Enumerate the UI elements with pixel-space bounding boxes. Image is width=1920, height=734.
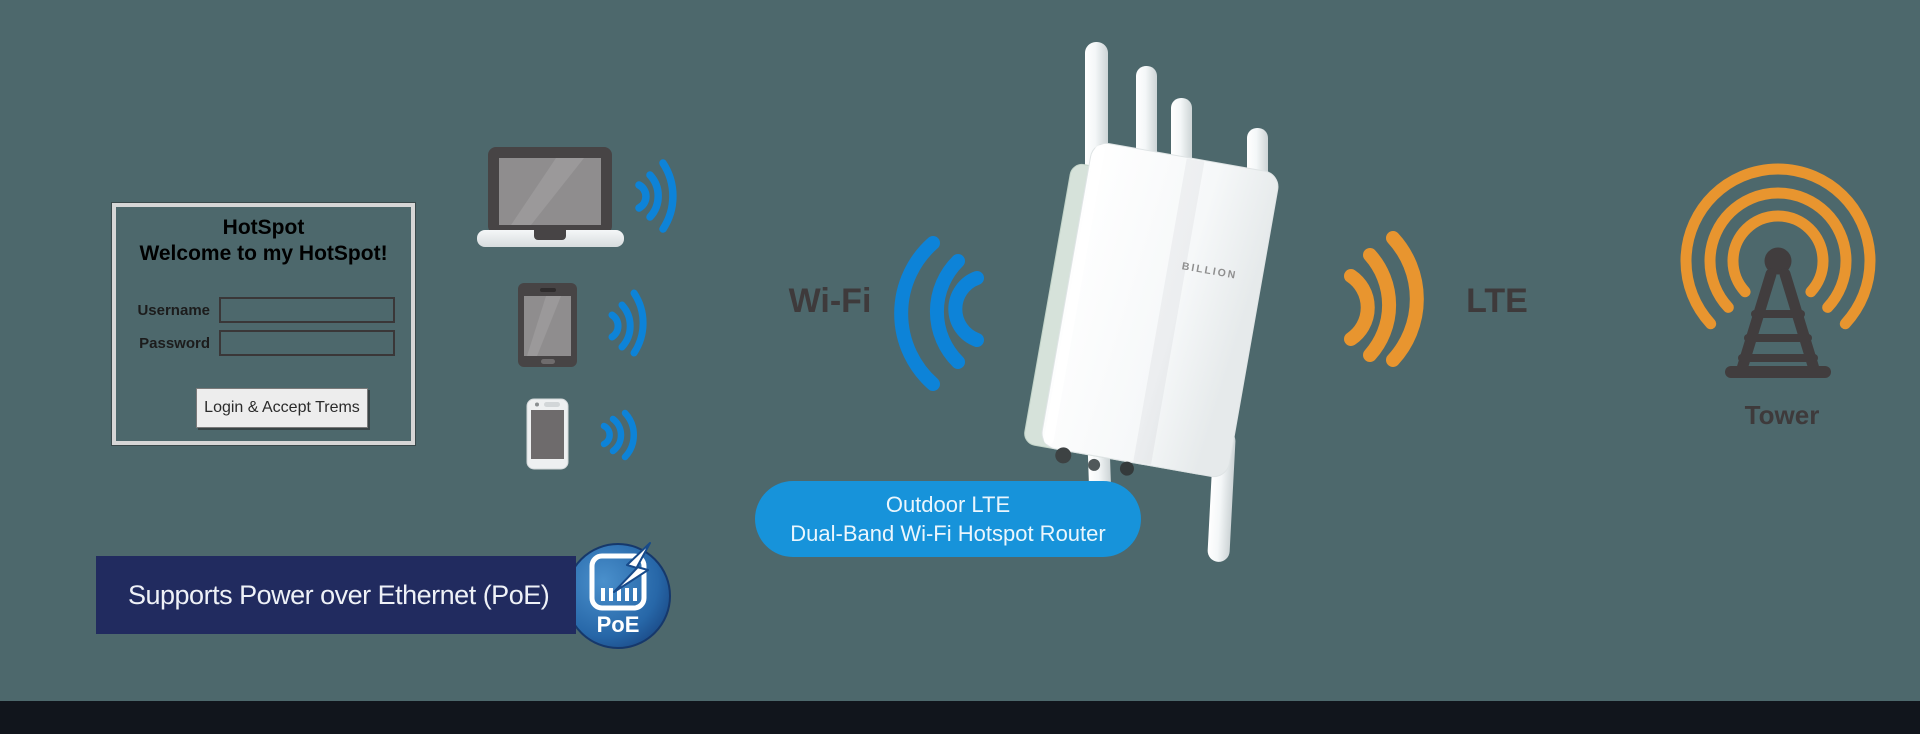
- ethernet-connector-icon: [589, 553, 647, 611]
- lightning-bolt-icon: [613, 542, 651, 593]
- username-row: Username: [116, 297, 411, 325]
- cell-tower-icon: [1680, 163, 1876, 378]
- login-subtitle: Welcome to my HotSpot!: [139, 242, 388, 265]
- bottom-edge-bar: [0, 701, 1920, 734]
- wifi-signal-small-icon: [635, 159, 677, 233]
- product-line-2: Dual-Band Wi-Fi Hotspot Router: [790, 521, 1106, 546]
- smartphone-icon: [526, 398, 569, 470]
- product-line-1: Outdoor LTE: [885, 492, 1011, 517]
- password-input[interactable]: [219, 330, 395, 356]
- lte-waves-icon: [1344, 231, 1424, 367]
- product-name-pill: Outdoor LTE Dual-Band Wi-Fi Hotspot Rout…: [755, 481, 1141, 557]
- wifi-label: Wi-Fi: [788, 282, 872, 320]
- login-accept-button[interactable]: Login & Accept Trems: [196, 388, 368, 428]
- poe-badge-label: PoE: [596, 612, 640, 637]
- wifi-signal-small-icon: [600, 409, 637, 461]
- lte-label: LTE: [1466, 282, 1528, 320]
- wifi-signal-small-icon: [608, 289, 647, 357]
- router-device: BILLION: [1024, 142, 1279, 478]
- login-title: HotSpot: [222, 216, 305, 239]
- password-label: Password: [139, 335, 210, 352]
- username-label: Username: [137, 302, 210, 319]
- tablet-icon: [518, 283, 577, 367]
- poe-banner: Supports Power over Ethernet (PoE): [96, 556, 576, 634]
- tower-label: Tower: [1744, 400, 1820, 430]
- wifi-waves-icon: [894, 236, 984, 391]
- poe-badge-icon: [565, 542, 671, 649]
- password-row: Password: [116, 330, 411, 358]
- poe-banner-text: Supports Power over Ethernet (PoE): [128, 579, 550, 610]
- hotspot-login-panel: HotSpot Welcome to my HotSpot! Username …: [112, 203, 415, 445]
- laptop-icon: [477, 147, 624, 247]
- username-input[interactable]: [219, 297, 395, 323]
